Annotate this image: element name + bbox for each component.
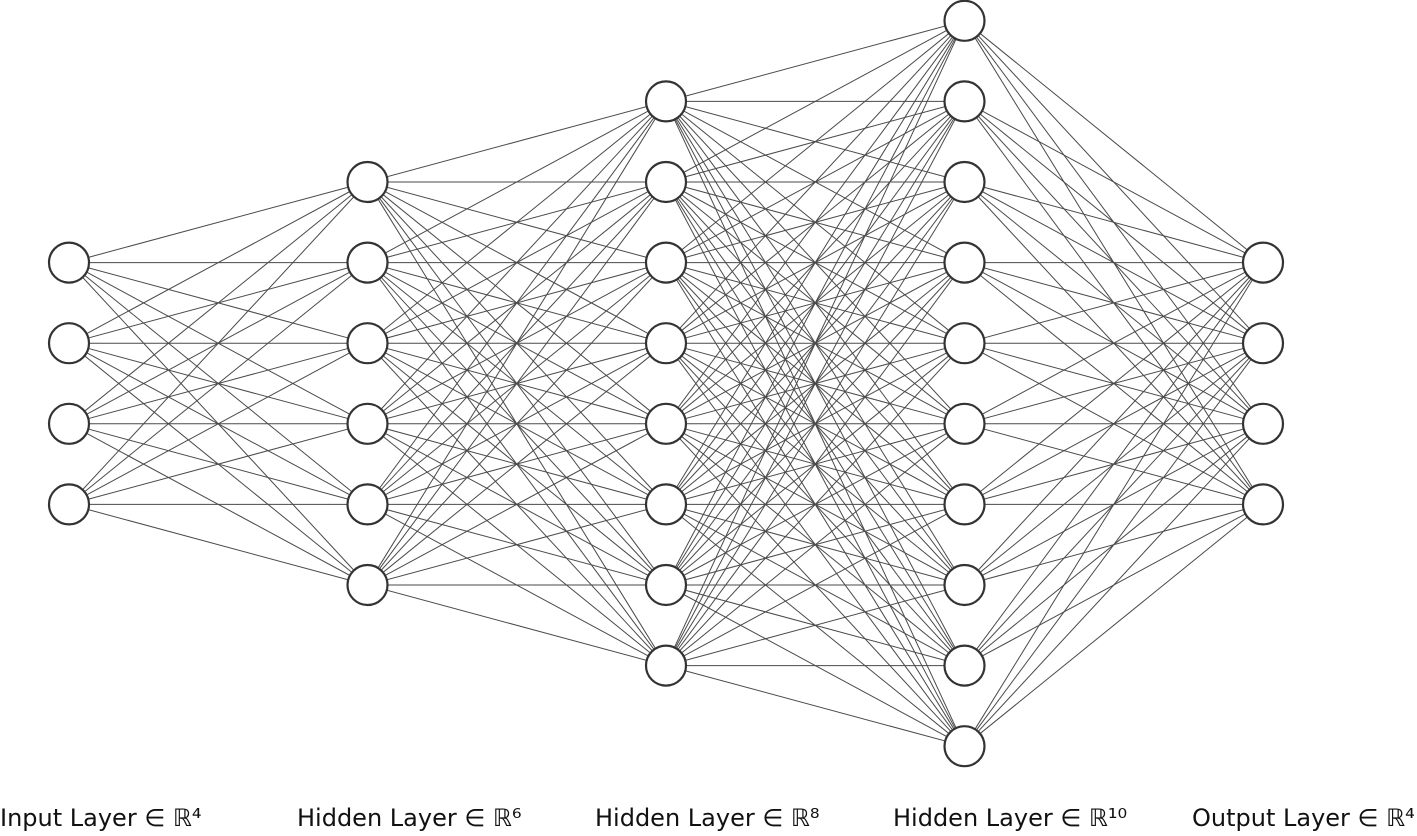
edge-l0n3-l1n3 [68, 423, 368, 505]
neuron-layer3-node4 [943, 322, 986, 365]
neuron-layer2-node0 [644, 80, 688, 123]
edge-l3n5-l4n0 [964, 262, 1264, 425]
edge-l3n6-l4n0 [964, 262, 1264, 505]
layer-label-hidden-1: Hidden Layer ∈ ℝ⁶ [297, 804, 522, 832]
edge-l2n2-l3n0 [665, 20, 965, 263]
edge-l1n0-l2n0 [367, 100, 667, 183]
neuron-layer2-node2 [644, 241, 688, 284]
edge-l3n4-l4n0 [964, 262, 1264, 344]
edge-l3n8-l4n0 [964, 262, 1264, 666]
neuron-layer0-node3 [47, 483, 91, 526]
neuron-layer4-node2 [1241, 402, 1285, 445]
neuron-layer0-node0 [47, 241, 91, 284]
neuron-layer3-node2 [943, 160, 986, 204]
edge-l1n5-l2n7 [367, 584, 667, 667]
edge-l1n5-l2n5 [367, 503, 667, 586]
edges-group [68, 20, 1264, 747]
edge-l2n6-l3n0 [665, 20, 965, 586]
edge-l2n7-l3n9 [665, 665, 965, 747]
neuron-layer1-node4 [346, 483, 389, 526]
neuron-layer0-node2 [47, 402, 91, 445]
neuron-layer4-node3 [1241, 483, 1285, 526]
edge-l0n3-l1n0 [68, 181, 368, 505]
edge-l2n5-l3n0 [665, 20, 965, 505]
edge-l0n0-l1n0 [68, 181, 368, 264]
edge-l2n7-l3n6 [665, 503, 965, 667]
edge-l2n7-l3n3 [665, 262, 965, 666]
edge-l2n7-l3n1 [665, 101, 965, 666]
neuron-layer2-node3 [644, 322, 688, 365]
neuron-layer1-node2 [346, 322, 389, 365]
neuron-layer0-node1 [47, 322, 91, 365]
edge-l2n4-l3n0 [665, 20, 965, 425]
edge-l1n5-l2n0 [367, 101, 667, 586]
layer-label-output: Output Layer ∈ ℝ⁴ [1192, 804, 1415, 832]
edge-l1n4-l2n0 [367, 101, 667, 505]
neuron-layer3-node1 [943, 80, 986, 123]
neuron-layer3-node9 [943, 725, 986, 768]
edge-l3n1-l4n0 [964, 100, 1264, 264]
edge-l3n9-l4n1 [964, 342, 1264, 747]
neuron-layer2-node5 [644, 483, 688, 526]
edge-l3n9-l4n2 [964, 423, 1264, 747]
edge-l1n5-l2n4 [367, 423, 667, 586]
edge-l1n5-l2n3 [367, 342, 667, 586]
edge-l3n0-l4n0 [964, 20, 1264, 263]
neuron-layer3-node7 [943, 563, 986, 607]
edge-l3n2-l4n0 [964, 181, 1264, 264]
edge-l0n2-l1n0 [68, 181, 368, 425]
edge-l0n3-l1n2 [68, 342, 368, 505]
edge-l2n7-l3n2 [665, 181, 965, 666]
edge-l2n7-l3n5 [665, 423, 965, 666]
edge-l2n0-l3n0 [665, 20, 965, 102]
edge-l2n1-l3n0 [665, 20, 965, 183]
neuron-layer4-node0 [1241, 241, 1285, 284]
edge-l2n7-l3n0 [665, 20, 965, 666]
edge-l2n7-l3n4 [665, 342, 965, 666]
neuron-layer2-node4 [644, 402, 688, 445]
edge-l3n9-l4n0 [964, 262, 1264, 747]
layer-label-hidden-2: Hidden Layer ∈ ℝ⁸ [595, 804, 820, 832]
neuron-layer3-node6 [943, 483, 986, 526]
edge-l3n9-l4n3 [964, 504, 1264, 747]
neuron-layer1-node3 [346, 402, 389, 445]
edge-l2n7-l3n7 [665, 584, 965, 667]
edge-l3n7-l4n0 [964, 262, 1264, 586]
edge-l1n2-l2n0 [367, 101, 667, 344]
layer-label-input: Input Layer ∈ ℝ⁴ [0, 804, 202, 832]
edge-l0n3-l1n5 [68, 503, 368, 586]
neuron-layer4-node1 [1241, 322, 1285, 365]
edge-l2n3-l3n0 [665, 20, 965, 344]
neuron-layer3-node8 [943, 644, 986, 687]
edge-l1n1-l2n0 [367, 100, 667, 264]
edge-l1n5-l2n2 [367, 262, 667, 586]
edge-l0n3-l1n1 [68, 262, 368, 505]
neuron-layer3-node5 [943, 402, 986, 445]
neuron-layer1-node0 [346, 160, 389, 204]
nodes-group [47, 0, 1285, 768]
edge-l1n3-l2n0 [367, 101, 667, 425]
neuron-layer2-node1 [644, 160, 688, 204]
layer-label-hidden-3: Hidden Layer ∈ ℝ¹⁰ [893, 804, 1128, 832]
neuron-layer3-node0 [943, 0, 986, 42]
neuron-layer2-node7 [644, 644, 688, 687]
edge-l1n5-l2n1 [367, 181, 667, 586]
edge-l0n1-l1n0 [68, 181, 368, 344]
neuron-layer1-node5 [346, 563, 389, 607]
neuron-layer1-node1 [346, 241, 389, 284]
neuron-layer2-node6 [644, 563, 688, 607]
neuron-layer3-node3 [943, 241, 986, 284]
